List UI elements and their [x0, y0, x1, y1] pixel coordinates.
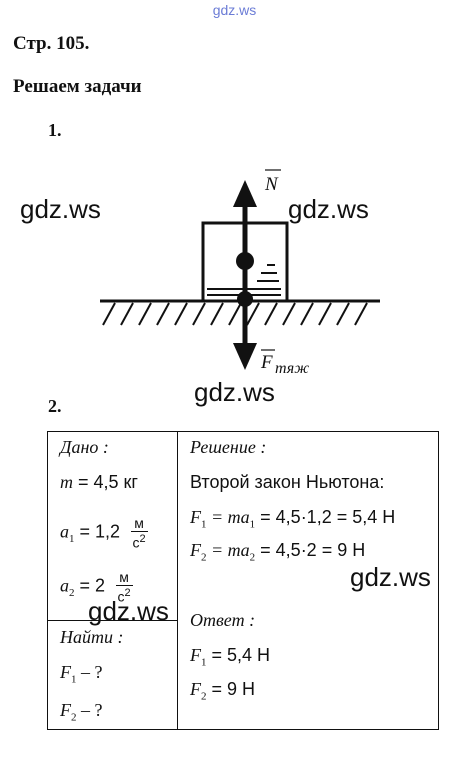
watermark-2: gdz.ws	[288, 194, 369, 224]
find-heading: Найти :	[60, 627, 124, 647]
center-of-mass-dot	[236, 252, 254, 270]
solution-heading: Решение :	[190, 437, 267, 457]
watermark-4: gdz.ws	[88, 596, 169, 626]
given-heading: Дано :	[60, 437, 109, 457]
ground-hatching	[102, 302, 368, 326]
watermark-top: gdz.ws	[212, 2, 257, 18]
gravity-arrowhead	[233, 343, 257, 370]
find-f1: F1 – ?	[60, 662, 103, 686]
task-1-number: 1.	[48, 120, 62, 140]
answer-heading: Ответ :	[190, 610, 256, 630]
solution-law: Второй закон Ньютона:	[190, 472, 385, 492]
section-title: Решаем задачи	[13, 76, 142, 97]
normal-force-label: N	[264, 174, 279, 195]
watermark-3: gdz.ws	[194, 377, 275, 407]
answer-f1: F1 = 5,4 Н	[190, 645, 271, 669]
solution-table	[47, 431, 439, 730]
gravity-label: F	[260, 352, 273, 373]
watermark-1: gdz.ws	[20, 194, 101, 224]
page-header: Стр. 105.	[13, 33, 90, 54]
find-f2: F2 – ?	[60, 700, 103, 724]
contact-point-dot	[237, 291, 253, 307]
gravity-subscript: тяж	[275, 360, 309, 377]
answer-f2: F2 = 9 Н	[190, 679, 256, 703]
solution-line-2: F2 = ma2 = 4,5·2 = 9 Н	[190, 540, 366, 564]
given-mass: m = 4,5 кг	[60, 472, 138, 492]
normal-force-arrowhead	[233, 180, 257, 207]
table-divider-vertical	[177, 431, 178, 730]
table-divider-horizontal	[47, 620, 177, 621]
solution-line-1: F1 = ma1 = 4,5·1,2 = 5,4 Н	[190, 507, 396, 531]
task-2-number: 2.	[48, 396, 62, 416]
watermark-5: gdz.ws	[350, 562, 431, 592]
force-diagram: N F тяж	[100, 169, 380, 377]
